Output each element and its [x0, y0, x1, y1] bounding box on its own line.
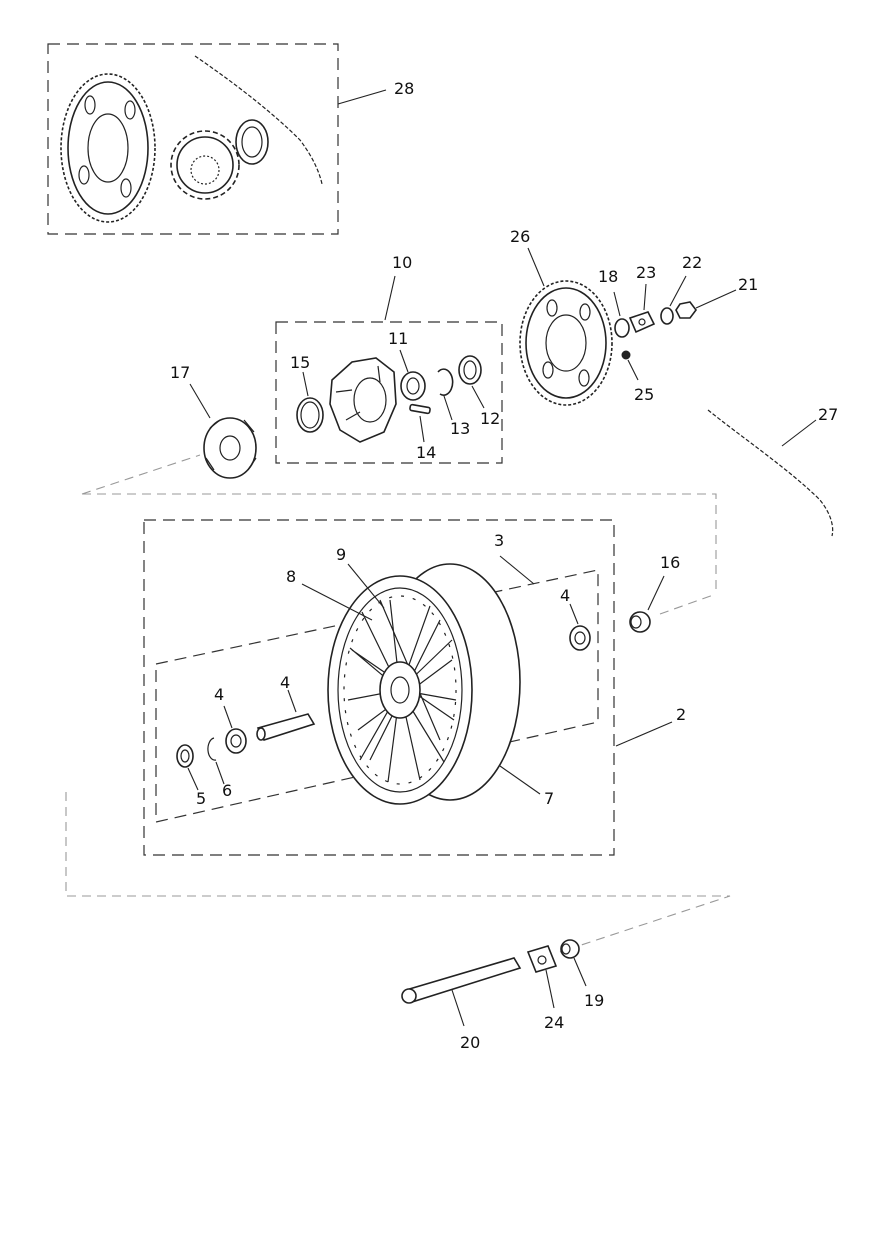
callout-9: 9 [336, 545, 346, 564]
callout-5: 5 [196, 789, 206, 808]
kit-washer [235, 119, 269, 165]
part-27-chain: 27 [707, 405, 838, 537]
part-wheel-rim: 7 8 9 [286, 545, 554, 808]
part-26-rear-sprocket: 26 [510, 227, 613, 406]
part-16-spacer: 16 [629, 553, 680, 633]
callout-16: 16 [660, 553, 680, 572]
callout-11: 11 [388, 329, 408, 348]
callout-3: 4 [280, 673, 290, 692]
callout-24: 24 [544, 1013, 564, 1032]
callout-1: 2 [676, 705, 686, 724]
part-14-pin [409, 403, 431, 415]
part-4-bearing-left: 4 [214, 685, 247, 754]
part-3-spacer-tube: 4 [256, 673, 316, 741]
kit-front-sprocket [170, 130, 240, 200]
part-18-spacer: 18 [598, 267, 630, 338]
callout-26: 26 [510, 227, 530, 246]
part-4-bearing-right: 4 [560, 586, 591, 651]
part-23-adjuster: 23 [628, 263, 656, 334]
part-22-washer: 22 [660, 253, 702, 325]
part-12-seal [458, 355, 482, 385]
callout-22: 22 [682, 253, 702, 272]
kit-rear-sprocket [60, 73, 156, 223]
callout-12: 12 [480, 409, 500, 428]
group-1-wheel: 2 3 7 8 9 4 [143, 519, 686, 856]
callout-23: 23 [636, 263, 656, 282]
part-19-nut: 19 [560, 939, 604, 1010]
callout-17: 17 [170, 363, 190, 382]
part-5-seal: 5 [176, 744, 206, 808]
callout-15: 15 [290, 353, 310, 372]
callout-18: 18 [598, 267, 618, 286]
part-24-adjuster: 24 [526, 945, 564, 1032]
callout-27: 27 [818, 405, 838, 424]
callout-19: 19 [584, 991, 604, 1010]
callout-25: 25 [634, 385, 654, 404]
kit-chain [194, 55, 323, 185]
callout-21: 21 [738, 275, 758, 294]
part-17-cush-drive: 17 [170, 363, 257, 479]
callout-4-left: 4 [214, 685, 224, 704]
outer-dashed-region [65, 454, 731, 953]
callout-4-right: 4 [560, 586, 570, 605]
part-6-circlip: 6 [207, 737, 232, 800]
part-11-bearing [400, 371, 426, 401]
part-carrier-hub [329, 357, 397, 443]
callout-13: 13 [450, 419, 470, 438]
part-21-nut: 21 [675, 275, 758, 319]
group-28-kit: 28 [47, 43, 414, 235]
group-10-carrier: 10 15 11 14 13 12 [275, 253, 503, 464]
callout-8: 8 [286, 567, 296, 586]
callout-10: 10 [392, 253, 412, 272]
callout-20: 20 [460, 1033, 480, 1052]
callout-7: 7 [544, 789, 554, 808]
callout-14: 14 [416, 443, 436, 462]
part-20-axle: 20 [401, 957, 522, 1052]
part-13-circlip [437, 368, 454, 396]
callout-6: 6 [222, 781, 232, 800]
callout-28: 28 [394, 79, 414, 98]
callout-2: 3 [494, 531, 504, 550]
part-25-nut: 25 [621, 350, 654, 404]
